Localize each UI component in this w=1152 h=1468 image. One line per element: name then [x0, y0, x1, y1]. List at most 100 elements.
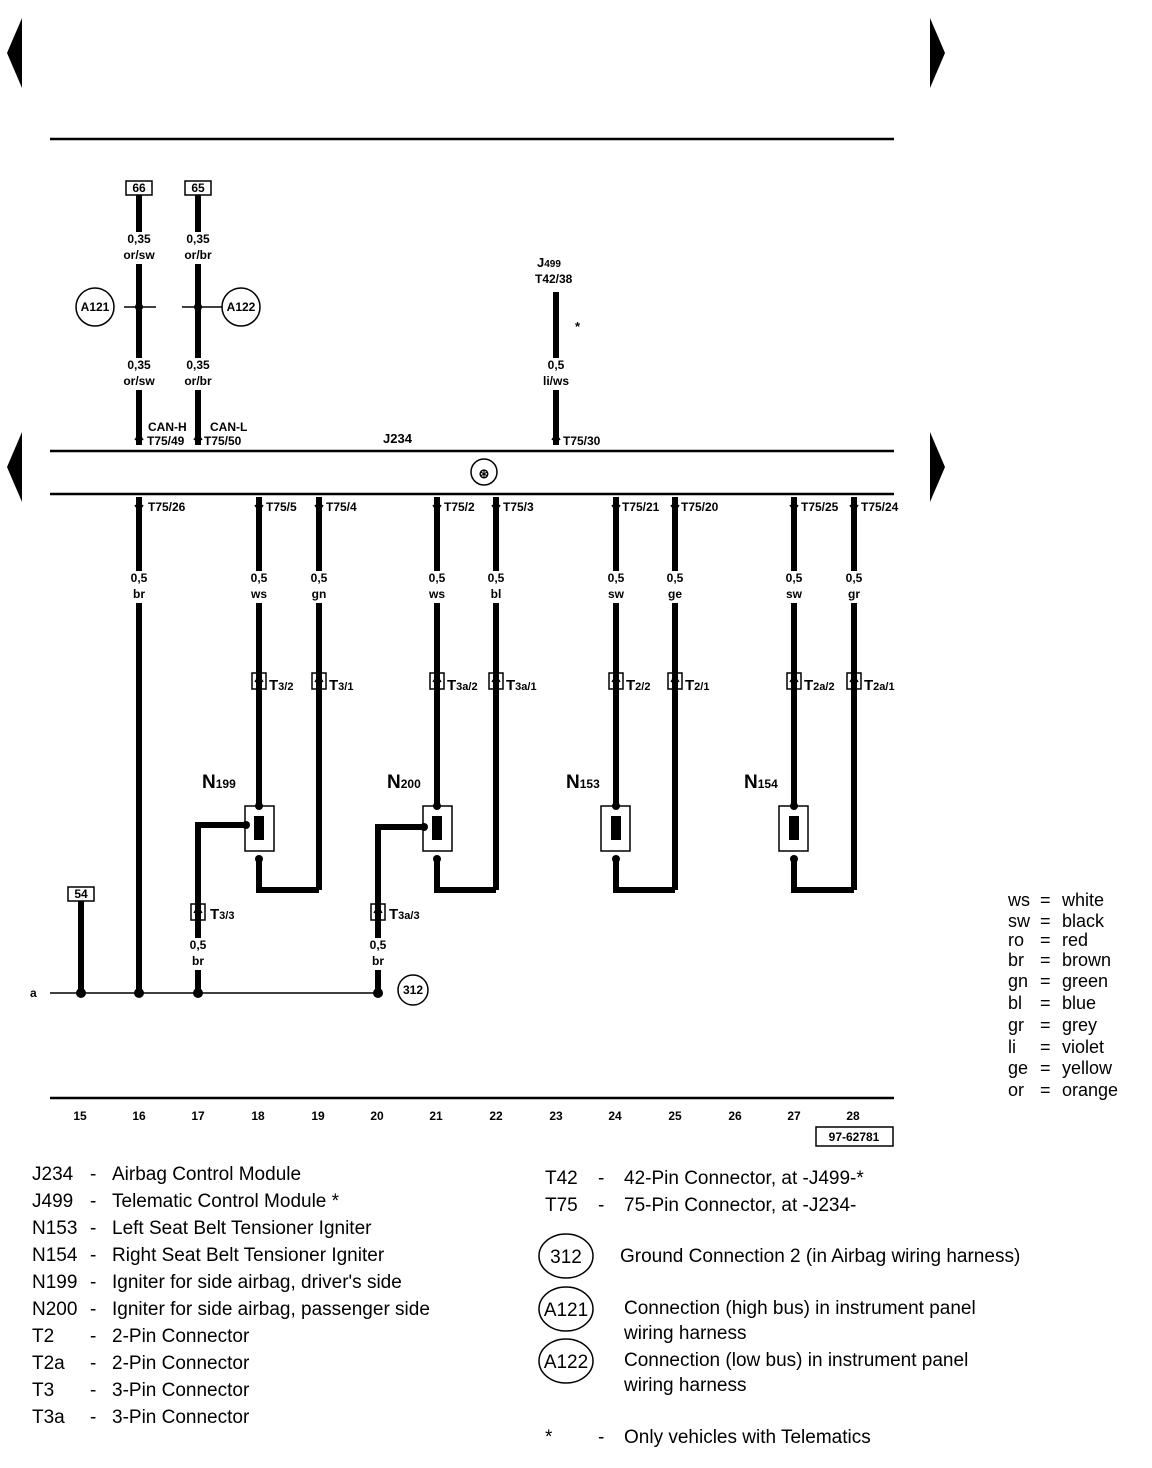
svg-text:T75/5: T75/5	[266, 500, 297, 514]
svg-text:0,5: 0,5	[608, 571, 625, 585]
svg-text:T75/4: T75/4	[326, 500, 357, 514]
svg-text:0,5: 0,5	[846, 571, 863, 585]
svg-text:15: 15	[73, 1109, 87, 1123]
prev-page-arrow-top[interactable]	[7, 18, 22, 88]
next-page-arrow-middle[interactable]	[930, 432, 945, 502]
junction-dot	[76, 988, 86, 998]
next-page-arrow-top[interactable]	[930, 18, 945, 88]
bus-terminal-65: 65	[184, 180, 212, 196]
pin-arrow-icon	[193, 432, 203, 441]
svg-text:28: 28	[846, 1109, 860, 1123]
svg-text:0,5: 0,5	[429, 571, 446, 585]
svg-text:=: =	[1040, 1015, 1051, 1035]
svg-text:grey: grey	[1062, 1015, 1097, 1035]
connector-t2a-2: T2a/2	[786, 672, 835, 694]
svg-text:sw: sw	[608, 587, 625, 601]
svg-text:18: 18	[251, 1109, 265, 1123]
svg-text:T2/1: T2/1	[685, 677, 709, 694]
svg-text:T2/2: T2/2	[626, 677, 650, 694]
svg-text:2-Pin Connector: 2-Pin Connector	[112, 1326, 250, 1347]
svg-text:T3/2: T3/2	[269, 677, 293, 694]
prev-page-arrow-middle[interactable]	[7, 432, 22, 502]
svg-text:=: =	[1040, 1058, 1051, 1078]
svg-text:yellow: yellow	[1062, 1058, 1113, 1078]
svg-text:75-Pin Connector, at -J234-: 75-Pin Connector, at -J234-	[624, 1195, 856, 1216]
svg-text:T3a/1: T3a/1	[506, 677, 537, 694]
svg-text:3-Pin Connector: 3-Pin Connector	[112, 1380, 250, 1401]
svg-text:sw: sw	[786, 587, 803, 601]
svg-text:wiring harness: wiring harness	[623, 1375, 747, 1396]
svg-text:T75/21: T75/21	[622, 500, 660, 514]
ground-terminal-54: 54	[67, 886, 95, 902]
svg-text:Right Seat Belt Tensioner Igni: Right Seat Belt Tensioner Igniter	[112, 1245, 385, 1266]
svg-text:A122: A122	[227, 300, 256, 314]
svg-text:27: 27	[787, 1109, 801, 1123]
legend-circle-312: 312 Ground Connection 2 (in Airbag wirin…	[538, 1233, 1020, 1279]
svg-text:Airbag Control Module: Airbag Control Module	[112, 1164, 301, 1185]
svg-text:23: 23	[549, 1109, 563, 1123]
control-module-j234: ⊛ J234	[50, 431, 894, 496]
svg-text:ge: ge	[1008, 1058, 1028, 1078]
connection-a121: A121	[75, 287, 115, 327]
svg-text:N154: N154	[32, 1245, 78, 1266]
svg-text:T3a/2: T3a/2	[447, 677, 478, 694]
wire-color-label: or/br	[184, 248, 212, 262]
svg-text:N199: N199	[202, 772, 236, 793]
connector-t2-1: T2/1	[667, 672, 709, 694]
wire-color-label: or/br	[184, 374, 212, 388]
svg-text:312: 312	[550, 1247, 582, 1268]
connector-t2-2: T2/2	[608, 672, 650, 694]
svg-text:Ground Connection 2 (in Airbag: Ground Connection 2 (in Airbag wiring ha…	[620, 1246, 1020, 1267]
svg-text:=: =	[1040, 911, 1051, 931]
svg-text:T2a/2: T2a/2	[804, 677, 835, 694]
wire-size-label: 0,35	[127, 358, 151, 372]
svg-text:-: -	[90, 1380, 96, 1401]
svg-text:T75: T75	[545, 1195, 578, 1216]
svg-text:white: white	[1061, 890, 1104, 910]
svg-text:T75/25: T75/25	[801, 500, 839, 514]
bus-terminal-66: 66	[125, 180, 153, 196]
pin-label: T75/30	[563, 434, 601, 448]
svg-text:T42: T42	[545, 1168, 578, 1189]
wire-color-key: ws=white sw=black ro=red br=brown gn=gre…	[1007, 890, 1118, 1100]
wire-color-label: br	[192, 954, 204, 968]
svg-text:br: br	[1008, 950, 1024, 970]
svg-text:-: -	[90, 1218, 96, 1239]
svg-text:ge: ge	[668, 587, 682, 601]
svg-text:N199: N199	[32, 1272, 77, 1293]
svg-text:-: -	[90, 1272, 96, 1293]
wire-color-label: or/sw	[123, 248, 155, 262]
svg-text:N153: N153	[566, 772, 600, 793]
svg-text:li: li	[1008, 1037, 1016, 1057]
svg-text:-: -	[90, 1353, 96, 1374]
svg-text:N200: N200	[387, 772, 421, 793]
svg-text:N154: N154	[744, 772, 778, 793]
svg-text:T2: T2	[32, 1326, 54, 1347]
svg-text:=: =	[1040, 993, 1051, 1013]
svg-text:gr: gr	[848, 587, 860, 601]
wire-size-label: 0,5	[370, 938, 387, 952]
ground-line-label-a: a	[30, 986, 37, 1000]
legend-left: J234-Airbag Control Module J499-Telemati…	[32, 1164, 430, 1428]
svg-text:54: 54	[74, 887, 88, 901]
component-n154: N154	[744, 772, 854, 893]
svg-text:T75/24: T75/24	[861, 500, 899, 514]
svg-text:=: =	[1040, 1080, 1051, 1100]
svg-text:17: 17	[191, 1109, 205, 1123]
svg-text:Connection (low bus) in instru: Connection (low bus) in instrument panel	[624, 1350, 968, 1371]
svg-text:Only vehicles with Telematics: Only vehicles with Telematics	[624, 1427, 871, 1448]
wire-size-label: 0,5	[190, 938, 207, 952]
module-symbol-glyph: ⊛	[479, 466, 490, 481]
svg-text:A121: A121	[544, 1300, 588, 1321]
svg-text:T3: T3	[32, 1380, 54, 1401]
component-n200: N200	[375, 772, 496, 993]
svg-text:T75/2: T75/2	[444, 500, 475, 514]
wire-size-label: 0,35	[186, 358, 210, 372]
svg-text:red: red	[1062, 930, 1088, 950]
wire-color-label: li/ws	[543, 374, 569, 388]
svg-text:gr: gr	[1008, 1015, 1024, 1035]
svg-text:gn: gn	[1008, 971, 1028, 991]
junction-dot	[134, 988, 144, 998]
svg-text:66: 66	[132, 181, 146, 195]
svg-text:0,5: 0,5	[488, 571, 505, 585]
